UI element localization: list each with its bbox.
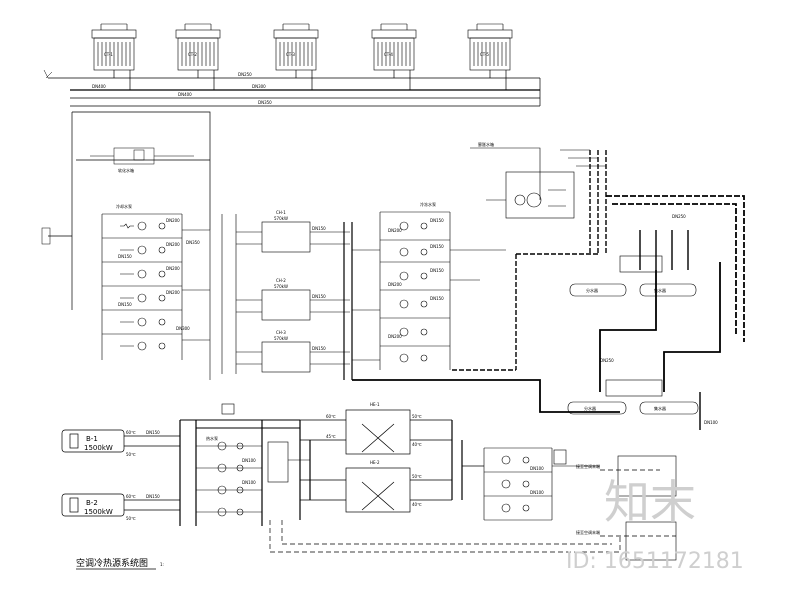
pump-group-label: 冷冻水泵 (420, 201, 436, 207)
tower-label: CT-2 (188, 52, 197, 57)
condenser-water-headers (43, 69, 541, 107)
pipe-size-label: DN250 (672, 214, 686, 219)
secondary-pump-bank (483, 447, 600, 521)
tank-label: 软化水箱 (118, 167, 134, 173)
pipe-size-label: DN300 (176, 326, 190, 331)
pipe-size-label: DN100 (242, 480, 256, 485)
pipe-size-label: DN150 (430, 244, 444, 249)
temp-label: 50℃ (126, 452, 136, 457)
boiler-capacity: 1500kW (84, 444, 113, 452)
boiler-label: B-2 (86, 499, 98, 507)
boiler-label: B-1 (86, 435, 98, 443)
temp-label: 50℃ (412, 414, 422, 419)
temp-label: 50℃ (126, 516, 136, 521)
pipe-size-label: DN350 (258, 100, 272, 105)
pipe-size-label: DN400 (178, 92, 192, 97)
tower-label: CT-3 (286, 52, 295, 57)
drawing-scale: 1: (160, 562, 164, 567)
pipe-size-label: DN200 (388, 282, 402, 287)
terminal-label: 接至空调末端 (576, 463, 600, 469)
cooling-tower-5 (467, 23, 513, 71)
pipe-size-label: DN100 (242, 458, 256, 463)
temp-label: 60℃ (126, 494, 136, 499)
pipe-size-label: DN150 (430, 296, 444, 301)
chiller-capacity: 570kW (274, 336, 288, 341)
cooling-tower-3 (273, 23, 319, 71)
dashed-return-pipes (269, 469, 676, 553)
distribution-pipes (352, 149, 745, 430)
watermark-brand: 知末 (604, 475, 696, 529)
expansion-tank (470, 147, 575, 219)
pipe-size-label: DN100 (530, 490, 544, 495)
pipe-size-label: DN150 (118, 302, 132, 307)
terminal-label: 接至空调末端 (576, 529, 600, 535)
cooling-tower-1 (91, 23, 137, 71)
cooling-water-pump-bank (101, 213, 211, 380)
chiller-bank (221, 214, 353, 380)
pipe-size-label: DN150 (146, 494, 160, 499)
pump-group-label: 冷却水泵 (116, 203, 132, 209)
pipe-size-label: DN150 (118, 254, 132, 259)
pipe-size-label: DN300 (252, 84, 266, 89)
cooling-tower-2 (175, 23, 221, 71)
pipe-size-label: DN150 (312, 294, 326, 299)
temp-label: 40℃ (412, 442, 422, 447)
watermark-id: ID: 1651172181 (566, 549, 744, 574)
boiler-labels: B-1 1500kW B-2 1500kW 60℃ 50℃ 60℃ 50℃ DN… (84, 430, 160, 521)
header-label: 分水器 (584, 405, 596, 411)
pipe-size-label: DN150 (312, 226, 326, 231)
pipe-size-label: DN350 (186, 240, 200, 245)
temp-label: 40℃ (412, 502, 422, 507)
riser-pipes (48, 111, 211, 310)
pipe-size-label: DN250 (238, 72, 252, 77)
temp-label: 45℃ (326, 434, 336, 439)
terminal-connections (617, 455, 677, 561)
chiller-capacity: 570kW (274, 284, 288, 289)
tower-label: CT-5 (480, 52, 489, 57)
hot-water-pump-bank (196, 403, 310, 526)
heat-exchanger-bank (299, 409, 484, 520)
cooling-tower-labels: CT-1 CT-2 CT-3 CT-4 CT-5 (104, 52, 489, 57)
cooling-tower-4 (371, 23, 417, 71)
header-label: 集水器 (654, 405, 666, 411)
softened-water-tank (41, 147, 194, 245)
pipe-size-label: DN150 (146, 430, 160, 435)
tower-label: CT-4 (384, 52, 393, 57)
pipe-size-label: DN200 (166, 242, 180, 247)
header-label: 分水器 (586, 287, 598, 293)
pipe-size-label: DN100 (704, 420, 718, 425)
tower-label: CT-1 (104, 52, 113, 57)
cooling-tower-row (91, 23, 513, 71)
pipe-size-label: DN100 (530, 466, 544, 471)
hx-label: HE-1 (370, 402, 380, 407)
chiller-labels: CH-1 570kW CH-2 570kW CH-3 570kW DN150 D… (274, 210, 326, 351)
chiller-capacity: 570kW (274, 216, 288, 221)
pipe-size-label: DN200 (166, 218, 180, 223)
pump-group-label: 热水泵 (206, 435, 218, 441)
tank-label: 膨胀水箱 (478, 141, 494, 147)
boiler-capacity: 1500kW (84, 508, 113, 516)
pipe-size-label: DN200 (388, 228, 402, 233)
pipe-size-label: DN400 (92, 84, 106, 89)
temp-label: 50℃ (412, 474, 422, 479)
pipe-size-label: DN250 (600, 358, 614, 363)
chilled-water-pump-bank (352, 211, 506, 370)
pipe-size-label: DN150 (430, 268, 444, 273)
temp-label: 60℃ (126, 430, 136, 435)
pipe-size-label: DN200 (166, 266, 180, 271)
pipe-size-label: DN200 (166, 290, 180, 295)
drawing-title: 空调冷热源系统图 (76, 557, 148, 569)
chiller-label: CH-3 (276, 330, 286, 335)
pipe-size-label: DN200 (388, 334, 402, 339)
chiller-label: CH-2 (276, 278, 286, 283)
pipe-size-label: DN150 (430, 218, 444, 223)
supply-header (567, 255, 699, 415)
pipe-size-label: DN150 (312, 346, 326, 351)
chiller-label: CH-1 (276, 210, 286, 215)
temp-label: 60℃ (326, 414, 336, 419)
header-label: 集水器 (654, 287, 666, 293)
hx-label: HE-2 (370, 460, 380, 465)
boiler-bank (61, 419, 300, 526)
